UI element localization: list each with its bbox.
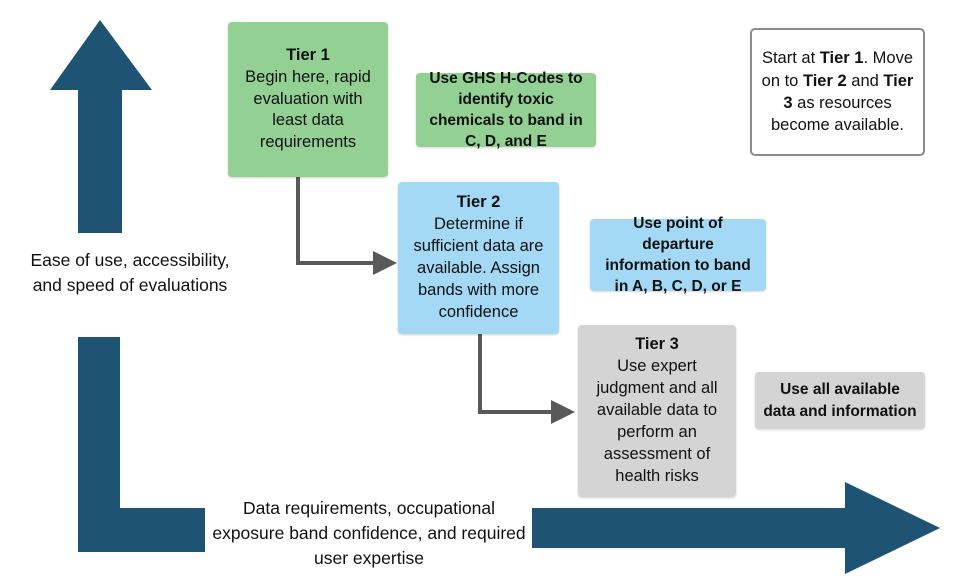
tier-1-body: Begin here, rapid evaluation with least … xyxy=(245,67,371,152)
note-line5: available. xyxy=(834,116,904,135)
arrow-up-icon xyxy=(50,20,152,233)
note-line2-bold: Tier 2 xyxy=(802,71,847,90)
callout-tier-2[interactable]: Use point of departure information to ba… xyxy=(590,215,766,295)
note-line1-prefix: Start at xyxy=(761,49,820,68)
connector-tier2-to-tier3 xyxy=(478,332,575,424)
tier-1-title: Tier 1 xyxy=(286,45,330,64)
elbow-corner-icon xyxy=(78,337,205,552)
note-line3-suffix: as xyxy=(792,94,815,112)
callout-tier-1[interactable]: Use GHS H-Codes to identify toxic chemic… xyxy=(416,70,596,150)
tier-2-box[interactable]: Tier 2 Determine if sufficient data are … xyxy=(398,182,559,334)
tier-3-body: Use expert judgment and all available da… xyxy=(596,357,718,485)
note-line3-prefix: and xyxy=(851,71,884,90)
note-line1-bold: Tier 1 xyxy=(819,49,864,68)
connector-tier1-to-tier2 xyxy=(296,176,397,275)
tier-1-box[interactable]: Tier 1 Begin here, rapid evaluation with… xyxy=(228,22,388,177)
note-line1-suffix: . xyxy=(863,49,869,68)
note-line2-prefix: Move on to xyxy=(761,49,914,90)
tier-3-title: Tier 3 xyxy=(635,335,679,354)
note-line3-bold: Tier 3 xyxy=(783,71,914,112)
tier-3-box[interactable]: Tier 3 Use expert judgment and all avail… xyxy=(578,325,736,497)
vertical-axis-label: Ease of use, accessibility, and speed of… xyxy=(30,250,230,295)
callout-tier-3[interactable]: Use all available data and information xyxy=(755,372,925,429)
tier-2-title: Tier 2 xyxy=(456,193,501,212)
horizontal-axis-label: Data requirements, occupational exposure… xyxy=(212,498,526,568)
instruction-note[interactable]: Start at Tier 1. Move on to Tier 2 and T… xyxy=(750,28,925,156)
tier-2-body: Determine if sufficient data are availab… xyxy=(413,215,544,321)
note-line4: resources become xyxy=(770,94,892,135)
